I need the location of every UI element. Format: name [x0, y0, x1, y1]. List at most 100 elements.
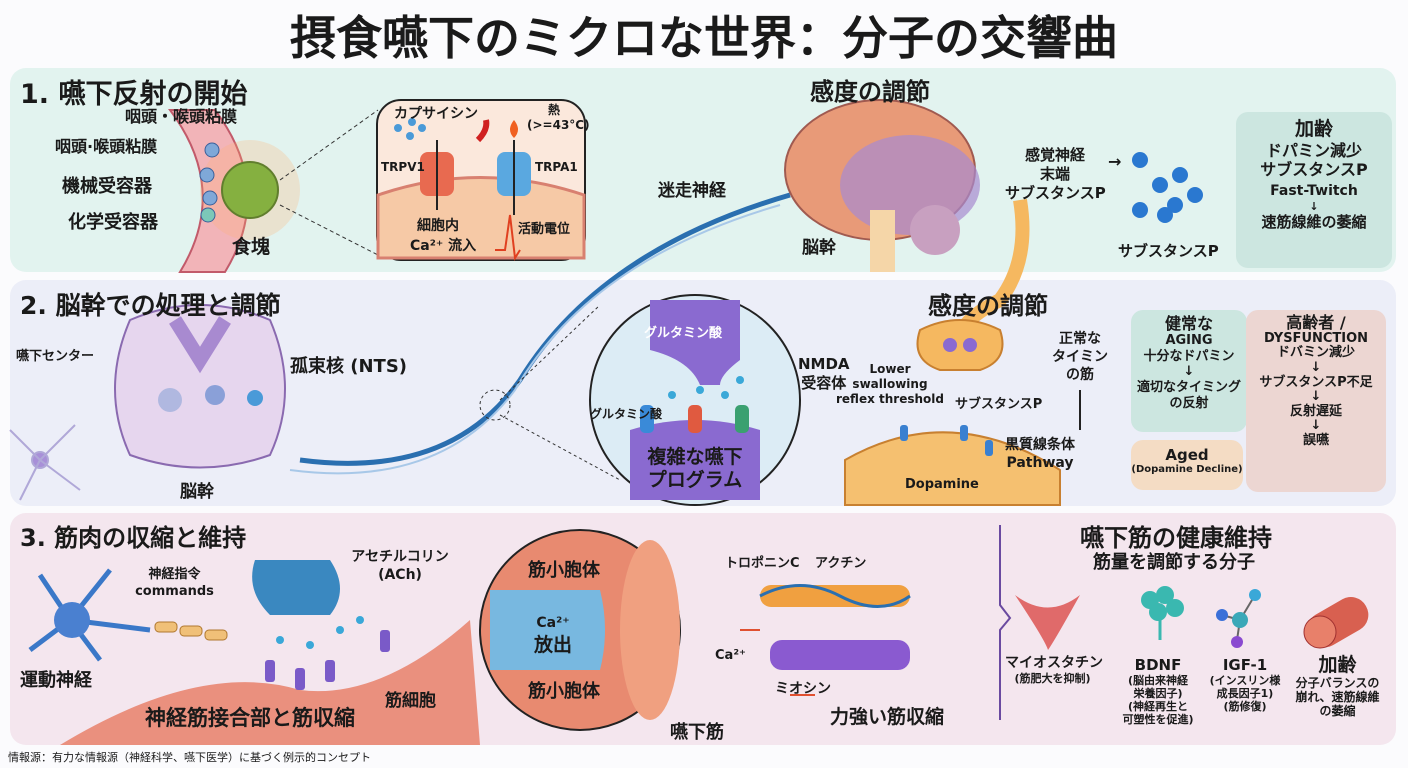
mechanoreceptor-label: 機械受容器: [62, 176, 152, 197]
aging-box: 加齢 ドパミン減少 サブスタンスP Fast-Twitch ↓ 速筋線維の萎縮: [1236, 112, 1392, 268]
sensitivity-heading-2: 感度の調節: [928, 292, 1048, 320]
arrow-down-icon: ↓: [1309, 199, 1319, 213]
healthy-line: の反射: [1169, 395, 1209, 411]
flame-icon: [510, 120, 518, 138]
pathway-line: Pathway: [1006, 455, 1074, 471]
aging-line: Fast-Twitch: [1270, 183, 1358, 200]
arrow-down-icon: ↓: [1310, 418, 1322, 434]
myofibril-icon: [759, 584, 911, 608]
ca-label: Ca²⁺: [715, 648, 746, 663]
swallow-center-label: 嚥下センター: [16, 349, 95, 364]
aging-muscle-icon: [1303, 596, 1369, 649]
healthy-line: AGING: [1165, 333, 1213, 349]
brainstem-icon: [870, 210, 895, 272]
elderly-line: 誤嚥: [1302, 432, 1329, 448]
arrow-down-icon: ↓: [1310, 389, 1322, 405]
dopamine-synapse: [916, 319, 1004, 371]
arrow-down-icon: ↓: [1310, 360, 1322, 375]
bolus-icon: [221, 161, 279, 219]
muscle-fiber: [60, 620, 480, 745]
myosin-label: ミオシン: [775, 681, 831, 697]
ca-release-line: 放出: [533, 634, 572, 656]
section-divider: [999, 525, 1012, 720]
command-line: commands: [135, 584, 214, 599]
sensitivity-heading-1: 感度の調節: [810, 78, 930, 106]
source-footer: 情報源：有力な情報源（神経科学、嚥下医学）に基づく例示的コンセプト: [8, 751, 371, 764]
timing-line: タイミン: [1052, 349, 1108, 365]
nerve-terminal: [252, 560, 340, 615]
mucosa-label-top: 咽頭・喉頭粘膜: [125, 107, 238, 126]
molecule-aging: 加齢 分子バランスの 崩れ、速筋線維 の萎縮: [1285, 654, 1390, 718]
molecule-desc: 可塑性を促進): [1122, 713, 1194, 726]
glutamate-label-top: グルタミン酸: [644, 326, 723, 341]
molecule-bdnf: BDNF (脳由来神経 栄養因子) (神経再生と 可塑性を促進): [1108, 656, 1208, 726]
arrow-down-icon: ↓: [1183, 364, 1195, 380]
substance-p-dots-label: サブスタンスP: [1118, 242, 1219, 260]
aging-line: ドパミン減少: [1265, 140, 1362, 160]
section-3-heading: 3. 筋肉の収縮と維持: [20, 524, 247, 552]
molecule-desc: 成長因子1): [1216, 687, 1274, 700]
molecule-igf1: IGF-1 (インスリン様 成長因子1) (筋修復): [1200, 656, 1290, 713]
vagus-nerve-label: 迷走神経: [658, 181, 726, 201]
healthy-line: 適切なタイミング: [1136, 379, 1241, 395]
brainstem-label-1: 脳幹: [802, 238, 836, 258]
myosin-icon: [770, 640, 910, 670]
healthy-aging-box: 健常な AGING 十分なドパミン ↓ 適切なタイミング の反射: [1131, 310, 1247, 432]
aged-line: Aged: [1165, 446, 1209, 464]
molecule-desc: の萎縮: [1319, 704, 1356, 718]
elderly-line: 反射遅延: [1289, 403, 1342, 419]
molecule-desc: (神経再生と: [1127, 700, 1189, 713]
sr-label-top: 筋小胞体: [528, 560, 600, 581]
bdnf-icon: [1141, 586, 1184, 640]
aging-line: 速筋線維の萎縮: [1261, 213, 1367, 232]
section-1-heading: 1. 嚥下反射の開始: [20, 79, 248, 110]
molecule-name: IGF-1: [1222, 656, 1268, 674]
molecule-name: 加齢: [1318, 654, 1357, 676]
myostatin-icon: [1015, 595, 1080, 650]
ach-line: (ACh): [378, 567, 422, 583]
molecule-name: マイオスタチン: [1005, 655, 1103, 671]
threshold-line: swallowing: [852, 377, 928, 391]
nigrostriatal-pathway-label: 黒質線条体 Pathway: [995, 436, 1085, 472]
aging-line: サブスタンスP: [1260, 159, 1368, 179]
sensory-terminal-label: 感覚神経 末端 サブスタンスP: [1005, 146, 1106, 203]
dopamine-label: Dopamine: [905, 477, 979, 492]
molecule-myostatin: マイオスタチン (筋肥大を抑制): [1005, 655, 1103, 686]
muscle-cell-label: 筋細胞: [385, 691, 436, 711]
trpa1-label: TRPA1: [535, 160, 578, 174]
actin-label: アクチン: [815, 556, 867, 571]
substance-p-text: サブスタンスP: [1005, 184, 1106, 202]
threshold-line: Lower: [869, 362, 911, 376]
command-line: 神経指令: [148, 567, 201, 582]
ca-release-label: Ca²⁺ 放出: [528, 612, 578, 656]
mucosa-label: 咽頭·喉頭粘膜: [55, 137, 158, 156]
program-line: 複雑な嚥下: [647, 446, 743, 468]
molecule-desc: (脳由来神経: [1127, 674, 1189, 687]
molecule-desc: 分子バランスの: [1295, 676, 1380, 690]
nerve-command-label: 神経指令 commands: [132, 566, 217, 600]
nmda-text: NMDA: [798, 355, 850, 373]
nmda-receptor-label: NMDA 受容体: [798, 355, 850, 393]
bolus-label: 食塊: [232, 236, 271, 258]
elderly-dysfunction-box: 高齢者 / DYSFUNCTION ドバミン減少 ↓ サブスタンスP不足 ↓ 反…: [1246, 310, 1386, 492]
action-potential-label: 活動電位: [518, 222, 571, 237]
timing-line: 正常な: [1059, 331, 1101, 347]
page-title: 摂食嚥下のミクロな世界：分子の交響曲: [290, 11, 1118, 65]
substance-p-label-2: サブスタンスP: [955, 397, 1043, 412]
glutamate-label: グルタミン酸: [590, 407, 663, 421]
aging-title: 加齢: [1294, 118, 1333, 140]
program-line: プログラム: [647, 469, 743, 491]
troponin-label: トロポニンC: [725, 556, 800, 571]
receptor-text: 受容体: [801, 374, 847, 392]
molecule-desc: (筋修復): [1223, 700, 1267, 713]
motor-nerve-label: 運動神経: [20, 670, 92, 691]
chili-icon: [475, 119, 490, 143]
swallow-program-label: 複雑な嚥下 プログラム: [625, 446, 765, 492]
molecule-name: BDNF: [1134, 656, 1182, 674]
ca-release-line: Ca²⁺: [536, 615, 570, 631]
molecule-desc: (筋肥大を抑制): [1014, 672, 1091, 685]
ach-line: アセチルコリン: [351, 549, 449, 565]
terminal-text: 末端: [1039, 165, 1070, 183]
healthy-line: 健常な: [1164, 314, 1213, 333]
